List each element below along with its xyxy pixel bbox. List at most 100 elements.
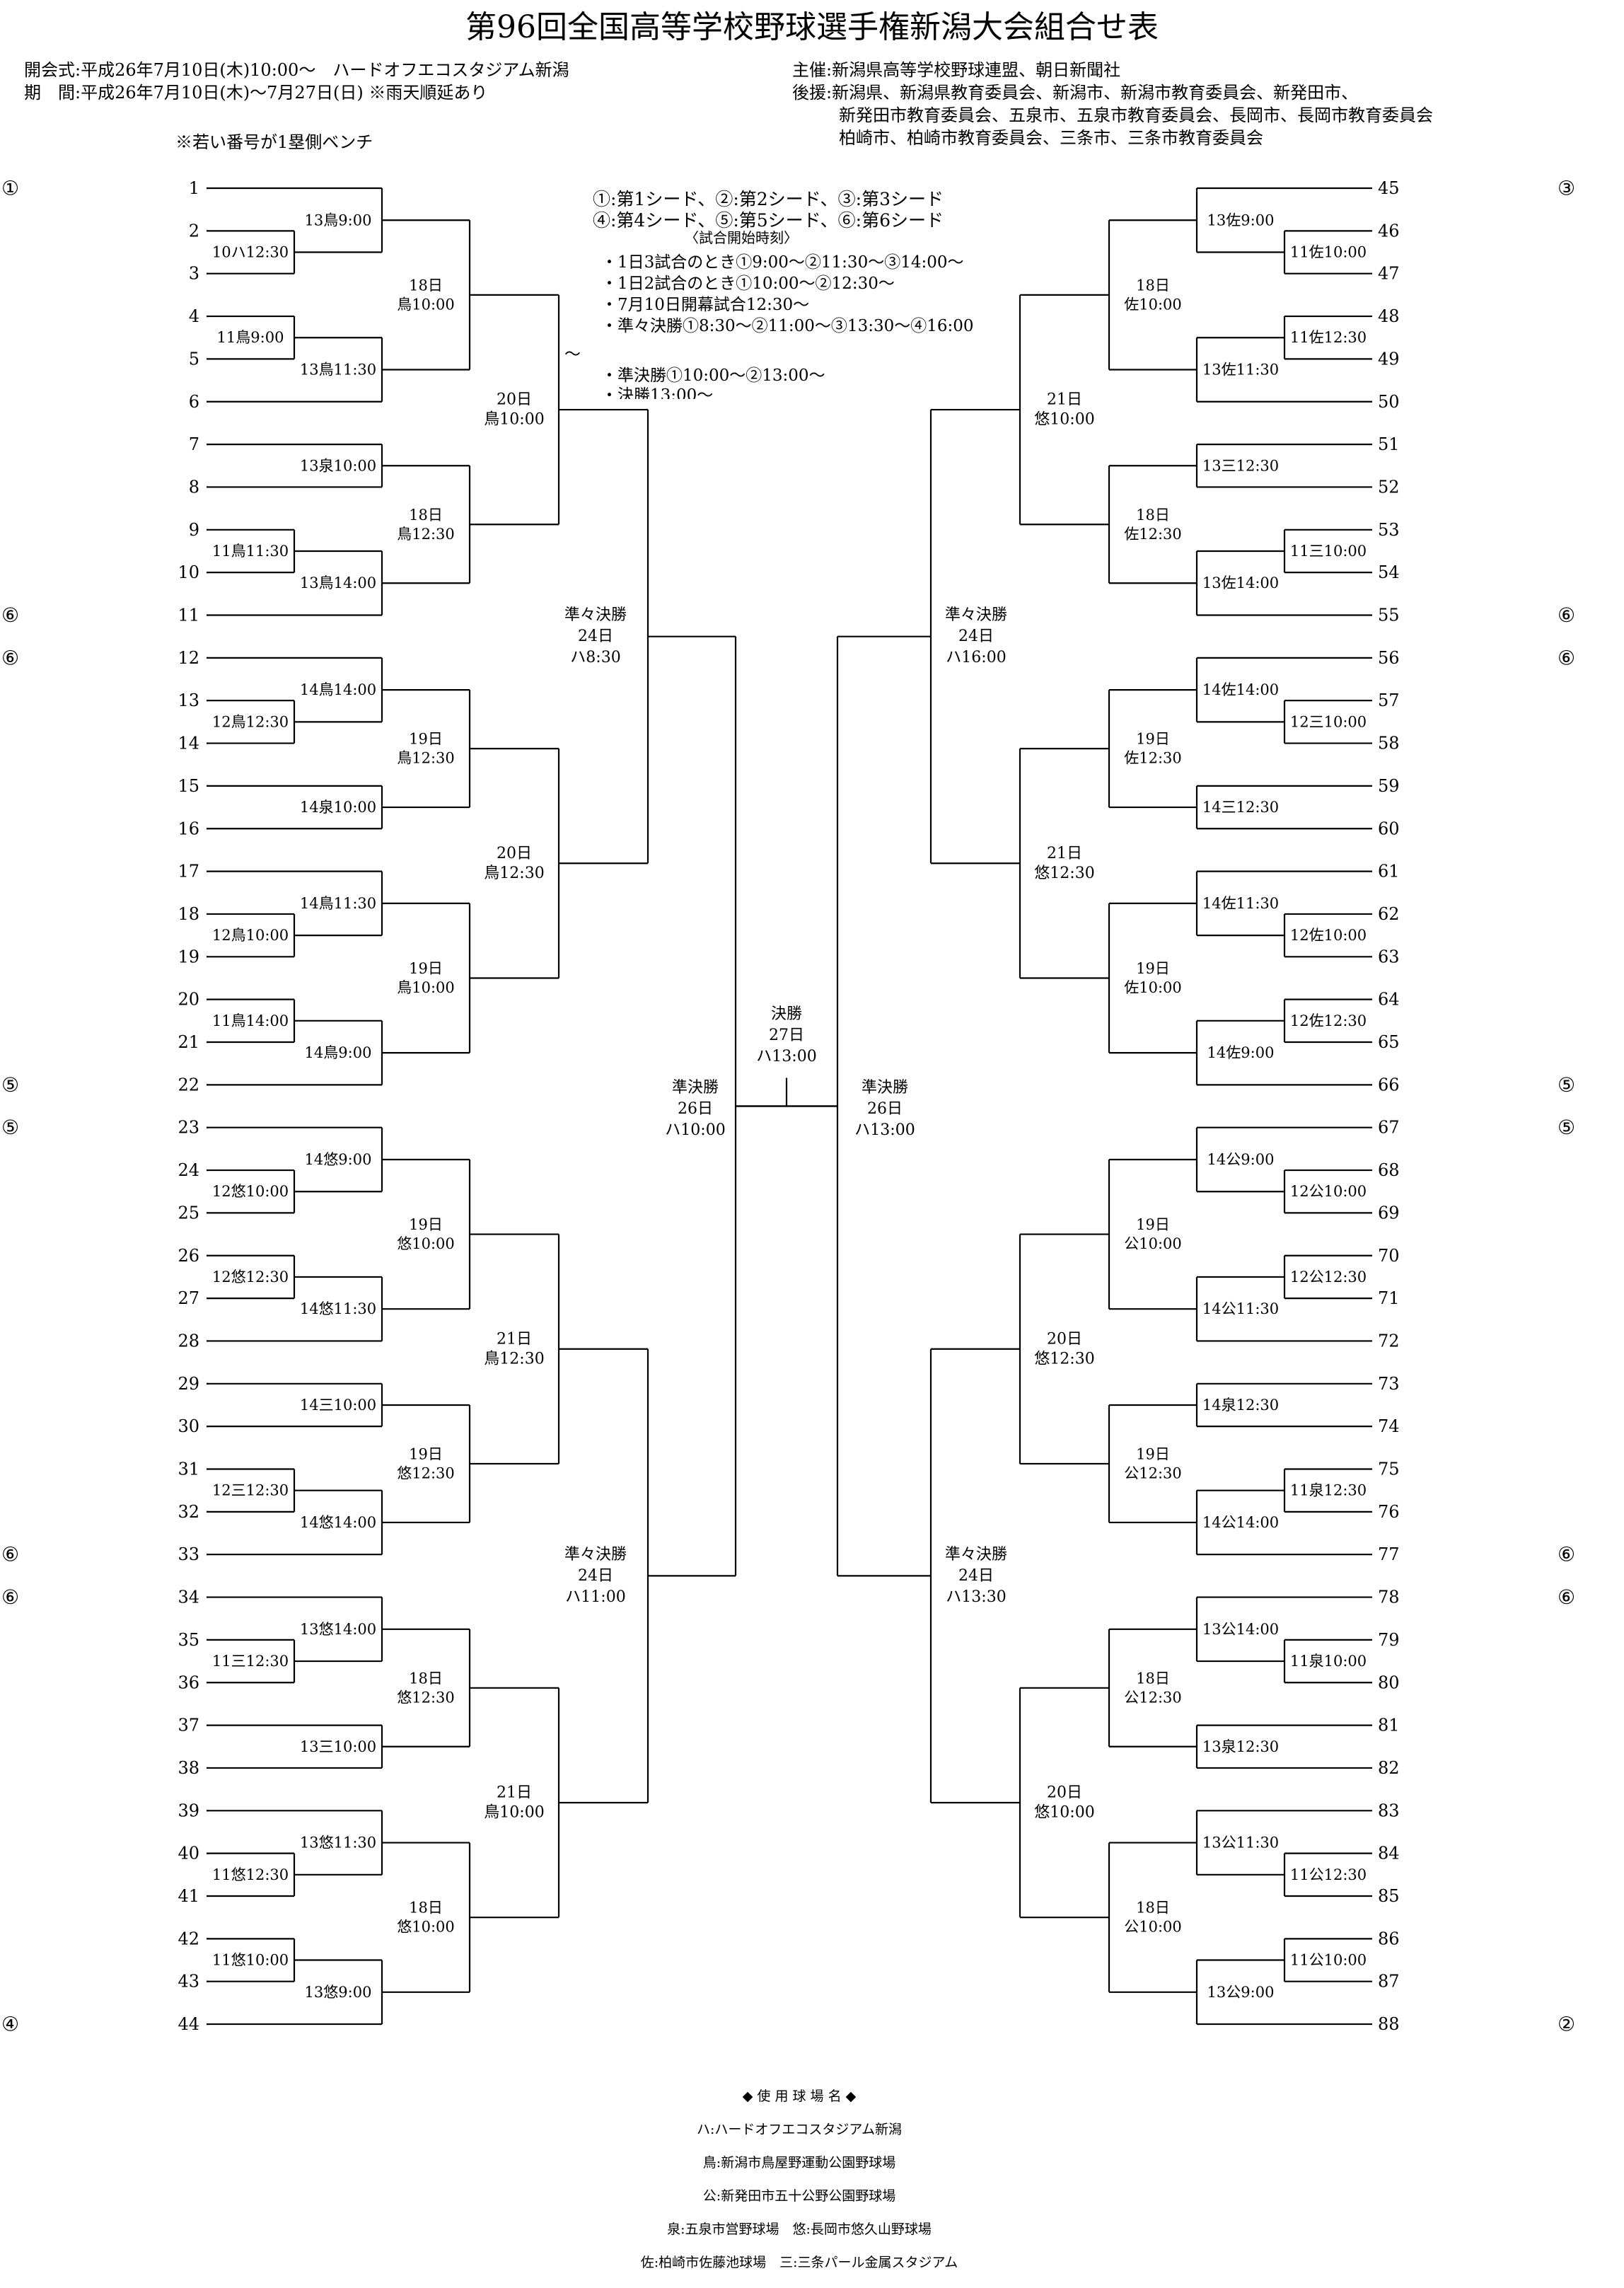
match-label: 11悠12:30 [212,1866,289,1883]
time-note-4: ・準々決勝①8:30〜②11:00〜③13:30〜④16:00 [601,317,974,335]
quarterfinal-label: 24日 [958,628,994,645]
match-label: 19日 [409,731,443,748]
team-number: 75 [1378,1460,1400,1479]
team-number: 21 [178,1032,199,1052]
team-number: 4 [189,306,199,326]
team-number: 71 [1378,1288,1400,1308]
match-label: 13佐9:00 [1207,212,1275,229]
match-label: 13公11:30 [1202,1835,1279,1851]
seed-mark: ⑥ [1558,1543,1575,1566]
sponsors-line-2: 新発田市教育委員会、五泉市、五泉市教育委員会、長岡市、長岡市教育委員会 [839,105,1433,125]
team-number: 37 [178,1716,199,1735]
team-number: 7 [189,434,199,454]
match-label: 13公14:00 [1202,1621,1279,1638]
time-note-6: ・決勝13:00〜 [601,386,714,399]
team-number: 67 [1378,1118,1400,1138]
round4-label: 悠12:30 [1034,1350,1094,1368]
match-label: 18日 [1136,1900,1170,1917]
team-number: 58 [1378,734,1400,753]
match-label: 13泉10:00 [300,457,376,474]
semifinal-label: 26日 [867,1100,903,1118]
round4-label: 20日 [1047,1330,1082,1348]
team-number: 48 [1378,306,1400,326]
team-number: 27 [178,1288,199,1308]
quarterfinal-label: 準々決勝 [945,1546,1007,1564]
match-label: 11泉10:00 [1290,1653,1367,1670]
match-label: 12悠10:00 [212,1183,289,1200]
match-label: 公12:30 [1124,1464,1182,1481]
seed-mark: ⑤ [1558,1116,1575,1139]
team-number: 69 [1378,1203,1400,1223]
match-label: 佐10:00 [1124,979,1182,996]
seed-mark: ⑥ [1,603,19,627]
quarterfinal-label: 準々決勝 [945,606,1007,624]
match-label: 19日 [1136,1216,1170,1233]
team-number: 87 [1378,1972,1400,1992]
team-number: 41 [178,1886,199,1906]
seed-mark: ⑥ [1,1543,19,1566]
round4-label: 悠10:00 [1034,411,1094,429]
venue-legend-line: ハ:ハードオフエコスタジアム新潟 [696,2121,903,2137]
match-label: 14佐11:30 [1202,895,1279,912]
match-label: 18日 [409,277,443,294]
match-label: 12佐10:00 [1290,927,1367,944]
team-number: 28 [178,1331,199,1351]
team-number: 83 [1378,1801,1400,1820]
round4-label: 鳥10:00 [484,1803,544,1821]
time-note-1: ・1日3試合のとき①9:00〜②11:30〜③14:00〜 [601,253,964,272]
round4-label: 21日 [497,1330,532,1348]
match-label: 14泉12:30 [1202,1397,1279,1414]
match-label: 14佐9:00 [1207,1044,1275,1061]
match-label: 11三12:30 [212,1653,289,1670]
tournament-bracket: 1234567891011121314151617181920212223242… [1,177,1575,2036]
match-label: 鳥12:30 [397,750,455,767]
seed-legend-1: ①:第1シード、②:第2シード、③:第3シード [593,189,944,209]
round4-label: 20日 [1047,1784,1082,1801]
quarterfinal-label: 準々決勝 [564,606,627,624]
quarterfinal-label: ハ13:30 [946,1588,1006,1606]
team-number: 12 [178,648,199,668]
match-label: 18日 [409,1670,443,1687]
quarterfinal-label: 24日 [578,1567,613,1585]
match-label: 18日 [1136,277,1170,294]
seed-mark: ⑤ [1558,1073,1575,1097]
team-number: 70 [1378,1246,1400,1266]
round4-label: 鳥12:30 [484,1350,544,1368]
time-note-3: ・7月10日開幕試合12:30〜 [601,296,810,314]
team-number: 13 [178,691,199,710]
seed-mark: ② [1558,2013,1575,2036]
match-label: 12鳥10:00 [212,927,289,944]
match-label: 公10:00 [1124,1919,1182,1936]
match-label: 12悠12:30 [212,1269,289,1285]
organizer: 主催:新潟県高等学校野球連盟、朝日新聞社 [792,60,1121,80]
match-label: 11公10:00 [1290,1952,1367,1969]
team-number: 2 [189,221,199,241]
team-number: 39 [178,1801,199,1820]
match-label: 悠10:00 [397,1235,455,1252]
match-label: 13佐11:30 [1202,361,1279,378]
seed-mark: ④ [1,2013,19,2036]
team-number: 8 [189,477,199,497]
match-label: 13三10:00 [300,1738,376,1755]
match-label: 14三10:00 [300,1397,376,1414]
team-number: 52 [1378,477,1400,497]
team-number: 40 [178,1844,199,1864]
match-label: 11悠10:00 [212,1952,289,1969]
team-number: 35 [178,1630,199,1650]
team-number: 17 [178,862,199,882]
time-note-heading: 〈試合開始時刻〉 [685,229,798,246]
semifinal-label: 26日 [678,1100,713,1118]
final-label: 決勝 [771,1005,802,1023]
team-number: 62 [1378,904,1400,924]
team-number: 30 [178,1416,199,1436]
final-label: ハ13:00 [756,1048,816,1065]
team-number: 26 [178,1246,199,1266]
venue-legend-line: 鳥:新潟市鳥屋野運動公園野球場 [702,2154,896,2171]
match-label: 公12:30 [1124,1689,1182,1706]
match-label: 佐10:00 [1124,296,1182,313]
match-label: 19日 [1136,731,1170,748]
match-label: 13鳥14:00 [300,574,376,591]
match-label: 10ハ12:30 [212,244,289,261]
venue-legend-heading: ◆ 使 用 球 場 名 ◆ [742,2088,857,2104]
match-label: 18日 [1136,1670,1170,1687]
